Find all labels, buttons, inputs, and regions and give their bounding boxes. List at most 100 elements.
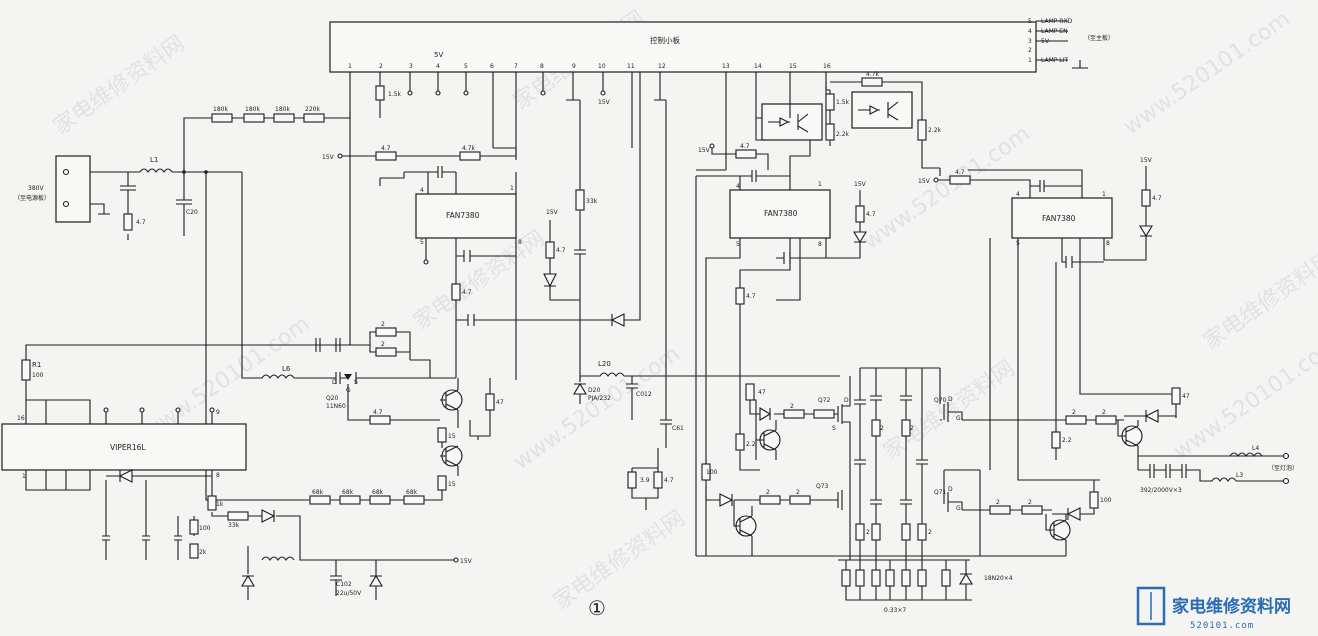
pin-label: 1 bbox=[348, 63, 352, 70]
pin-label: 11 bbox=[627, 63, 635, 70]
capacitor-label: C61 bbox=[672, 425, 684, 432]
resistor-label: 180k bbox=[275, 106, 290, 113]
resistor-label: 2.2 bbox=[1062, 437, 1072, 444]
ic-pin-label: 8 bbox=[1106, 240, 1110, 247]
resistor-label: 2 bbox=[1102, 409, 1106, 416]
voltage-label: 15V bbox=[322, 154, 335, 161]
to-lamp-label: （至灯泡） bbox=[1268, 464, 1298, 472]
fan7380-right-section: FAN7380 4 1 5 8 15V 4.7 15V 4.7 2.2 47 bbox=[696, 82, 1190, 481]
inductor-label: L3 bbox=[1236, 472, 1243, 479]
resistor-label: 4.7 bbox=[556, 247, 566, 254]
resistor-label: 33k bbox=[228, 522, 240, 529]
diode bbox=[241, 574, 255, 587]
logo-text: 家电维修资料网 bbox=[1172, 596, 1291, 617]
resistor-label: 15 bbox=[448, 433, 456, 440]
resistor-label: R1 bbox=[32, 361, 41, 369]
resistor-label: 100 bbox=[199, 525, 211, 532]
resistor-label: 100 bbox=[706, 469, 718, 476]
diode bbox=[759, 407, 772, 421]
pin-label: 5 bbox=[1028, 18, 1032, 25]
diode bbox=[1066, 507, 1081, 521]
output-stage: 47 2 Q72 D S 2.2 100 2 2 Q73 bbox=[696, 238, 1298, 614]
capacitor-series-label: 392/2000V×3 bbox=[1140, 487, 1182, 494]
resistor-label: 3.9 bbox=[640, 477, 650, 484]
resistor-label: 2 bbox=[1072, 409, 1076, 416]
diode-label: D20 bbox=[588, 387, 600, 394]
resistor bbox=[189, 519, 199, 535]
pin-label: 2 bbox=[379, 63, 383, 70]
resistor bbox=[189, 543, 199, 559]
resistor-label: 4.7 bbox=[955, 169, 965, 176]
resistor-label: 1k bbox=[216, 501, 224, 508]
watermark-text: 家电维修资料网 bbox=[1199, 246, 1318, 355]
control-board-5v-label: 5V bbox=[434, 51, 443, 59]
control-board-box bbox=[329, 21, 1037, 73]
pin-label: 12 bbox=[658, 63, 666, 70]
pin-label: 10 bbox=[598, 63, 606, 70]
resistor-label: 4.7 bbox=[381, 145, 391, 152]
resistor-label: 2 bbox=[790, 403, 794, 410]
diode bbox=[543, 273, 557, 288]
resistor-label: 4.7 bbox=[1152, 195, 1162, 202]
capacitor-label: C012 bbox=[636, 391, 652, 398]
diode-note-label: 18N20×4 bbox=[984, 575, 1013, 582]
fan7380-middle-section: FAN7380 4 1 5 8 15V 4.7 4.7 15V 4.7 1.5k… bbox=[695, 71, 942, 556]
pin-label: 14 bbox=[754, 63, 762, 70]
control-board: 控制小板 5V 1 2 3 4 5 6 7 8 9 10 11 12 13 14… bbox=[329, 18, 1114, 170]
resistor-label: 68k bbox=[372, 489, 384, 496]
mosfet-pin-label: G bbox=[956, 505, 961, 512]
resistor-label: 47 bbox=[496, 399, 504, 406]
mosfet-label: Q71 bbox=[934, 489, 947, 496]
viper16l-ic bbox=[1, 423, 247, 471]
fan7380-ic-2 bbox=[729, 189, 831, 239]
resistor-label: 2 bbox=[866, 529, 870, 536]
logo-url: 520101.com bbox=[1190, 621, 1254, 631]
resistor-label: 220k bbox=[305, 106, 320, 113]
ic-pin-label: 1 bbox=[1102, 191, 1106, 198]
voltage-label: 15V bbox=[598, 99, 611, 106]
test-point bbox=[540, 90, 546, 96]
figure-number: ① bbox=[588, 596, 606, 620]
watermark-text: www.520101.com bbox=[1119, 6, 1295, 139]
inductor-label: L6 bbox=[282, 365, 291, 373]
diode-part-label: PJA/232 bbox=[588, 395, 611, 402]
resistor-label: 2 bbox=[910, 425, 914, 432]
resistor-r1 bbox=[21, 359, 31, 381]
test-point bbox=[463, 90, 469, 96]
voltage-label: 15V bbox=[698, 147, 711, 154]
mosfet-label: Q70 bbox=[934, 397, 947, 404]
ic-pin-label: 1 bbox=[510, 185, 514, 192]
source-connector bbox=[55, 155, 91, 223]
capacitor-label: C20 bbox=[186, 209, 198, 216]
resistor bbox=[123, 213, 133, 231]
resistor-label: 4.7 bbox=[136, 219, 146, 226]
diode bbox=[1139, 225, 1153, 238]
test-point bbox=[600, 90, 606, 96]
resistor-label: 68k bbox=[312, 489, 324, 496]
resistor-label: 68k bbox=[342, 489, 354, 496]
resistor bbox=[227, 511, 249, 521]
mosfet-label: Q73 bbox=[816, 483, 829, 490]
watermark-text: 家电维修资料网 bbox=[409, 226, 550, 335]
voltage-label: 15V bbox=[546, 209, 559, 216]
pin-label: 13 bbox=[722, 63, 730, 70]
diode-d20 bbox=[573, 382, 587, 395]
pin-label: 3 bbox=[1028, 38, 1032, 45]
voltage-label: 15V bbox=[854, 181, 867, 188]
capacitor-label: 22u/50V bbox=[336, 590, 362, 597]
mosfet-pin-label: D bbox=[948, 396, 953, 403]
resistor-bank-label: 0.33×7 bbox=[884, 607, 906, 614]
ic-pin-label: 9 bbox=[216, 409, 220, 416]
voltage-label: 15V bbox=[1140, 157, 1153, 164]
pin-label: 8 bbox=[540, 63, 544, 70]
zener-diode bbox=[959, 572, 973, 585]
pin-label: 6 bbox=[490, 63, 494, 70]
resistor-label: 2 bbox=[796, 489, 800, 496]
ic-pin-label: 4 bbox=[736, 183, 740, 190]
control-board-title: 控制小板 bbox=[650, 35, 680, 45]
resistor-label: 2k bbox=[199, 549, 207, 556]
pin-label: 4 bbox=[436, 63, 440, 70]
resistor-label: 4.7 bbox=[373, 409, 383, 416]
ic-pin-label: 4 bbox=[420, 187, 424, 194]
